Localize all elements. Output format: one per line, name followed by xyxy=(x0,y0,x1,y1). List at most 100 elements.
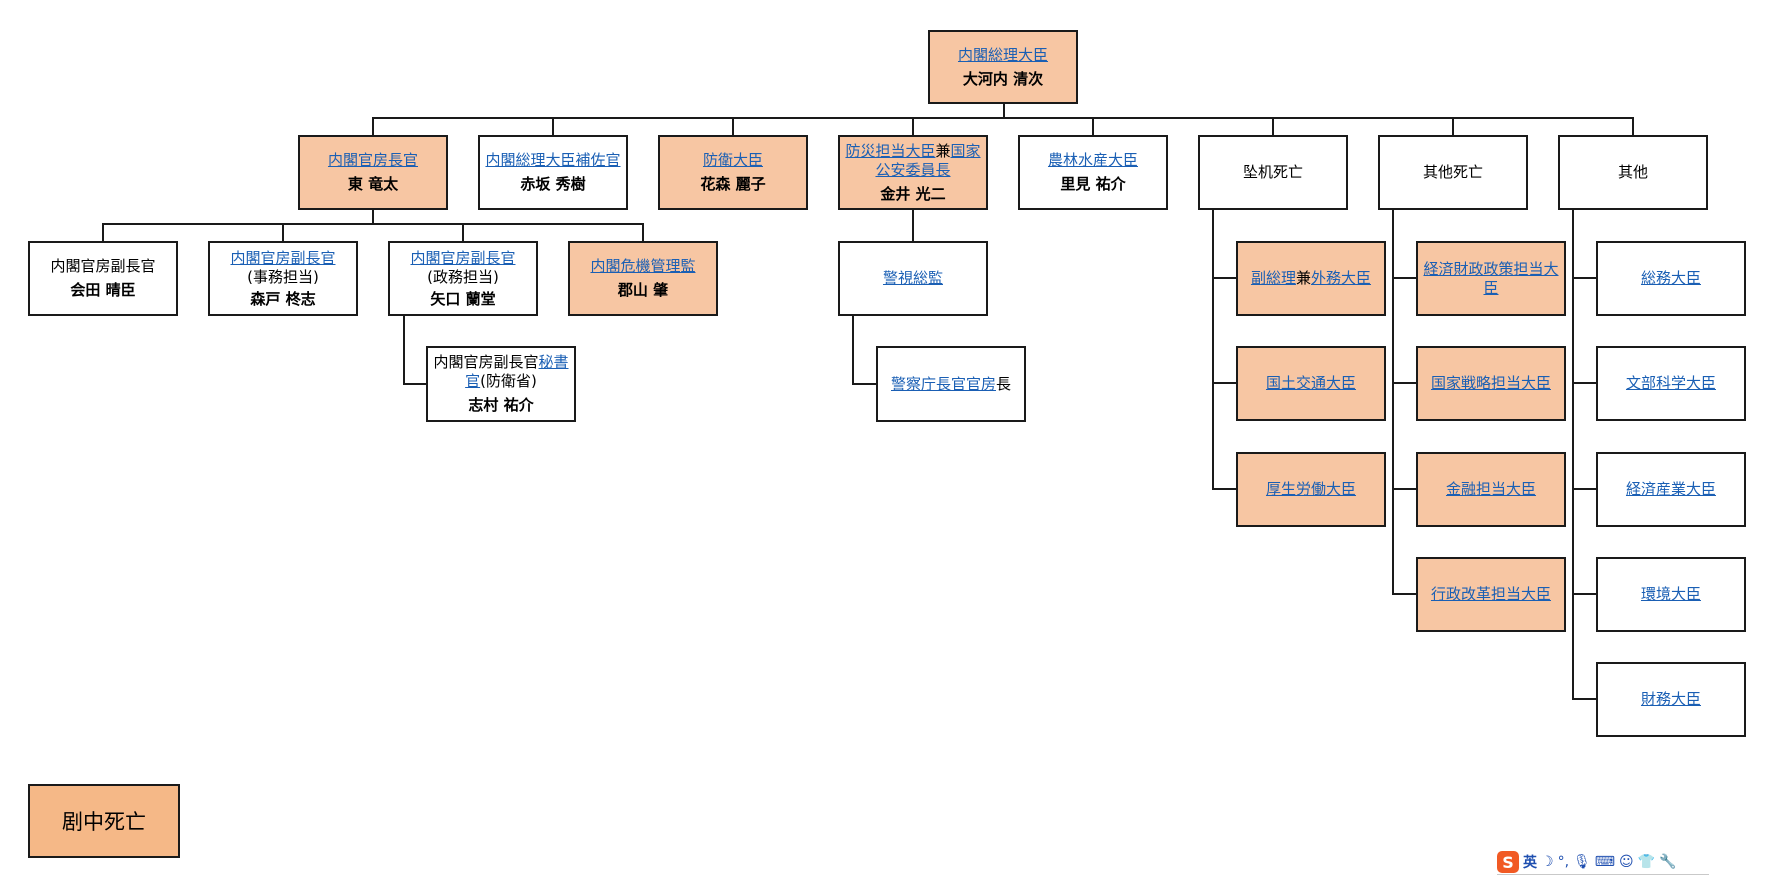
connector xyxy=(372,117,374,135)
foreign-minister-link[interactable]: 外務大臣 xyxy=(1311,269,1372,287)
node-secretary: 内閣官房副長官秘書官(防衛省) 志村 祐介 xyxy=(426,346,576,422)
microphone-icon[interactable]: 🎙 xyxy=(1573,854,1591,870)
connector xyxy=(102,223,643,225)
connector xyxy=(912,117,914,135)
node-econ-fiscal: 経済財政政策担当大臣 xyxy=(1416,241,1566,316)
lang-toggle[interactable]: 英 xyxy=(1523,855,1537,871)
skin-shirt-icon[interactable]: 👕 xyxy=(1637,854,1656,870)
moon-icon[interactable]: ☽ xyxy=(1541,854,1554,870)
legend-label: 剧中死亡 xyxy=(62,810,146,834)
deputy3-sub: (政務担当) xyxy=(427,267,499,286)
natstrat-title-link[interactable]: 国家戦略担当大臣 xyxy=(1430,374,1551,392)
connector xyxy=(462,223,464,242)
deputy1-title: 内閣官房副長官 xyxy=(50,257,156,275)
connector xyxy=(372,117,1634,119)
disaster-title-link-a[interactable]: 防災担当大臣 xyxy=(845,141,936,160)
node-prime-minister: 内閣総理大臣 大河内 清次 xyxy=(928,30,1078,104)
connector xyxy=(1212,488,1236,490)
secretary-title-link[interactable]: 秘書官 xyxy=(465,353,569,390)
connector xyxy=(403,383,427,385)
chief-sec-title-link[interactable]: 内閣官房長官 xyxy=(327,151,418,169)
pm-aide-name: 赤坂 秀樹 xyxy=(520,175,586,193)
node-meti: 経済産業大臣 xyxy=(1596,452,1746,527)
econ-title-link[interactable]: 経済財政政策担当大臣 xyxy=(1423,259,1559,297)
connector xyxy=(1572,382,1596,384)
user-icon[interactable]: ☺ xyxy=(1619,854,1634,870)
env-title-link[interactable]: 環境大臣 xyxy=(1640,585,1701,603)
connector xyxy=(102,223,104,242)
node-chief-cabinet-secretary: 内閣官房長官 東 竜太 xyxy=(298,135,448,210)
connector xyxy=(1392,488,1416,490)
connector xyxy=(1212,210,1214,490)
connector xyxy=(852,383,876,385)
pm-name: 大河内 清次 xyxy=(962,69,1044,88)
node-disaster-minister: 防災担当大臣兼国家公安委員長 金井 光二 xyxy=(838,135,988,210)
defense-title-link[interactable]: 防衛大臣 xyxy=(702,151,763,169)
other-death-label: 其他死亡 xyxy=(1422,163,1483,181)
deputy1-name: 会田 晴臣 xyxy=(70,281,136,299)
node-deputy-pm-foreign: 副総理兼外務大臣 xyxy=(1236,241,1386,316)
connector xyxy=(1392,382,1416,384)
connector xyxy=(642,223,644,242)
deputy3-title-link[interactable]: 内閣官房副長官 xyxy=(410,248,516,267)
connector xyxy=(1572,593,1596,595)
deputy-pm-link[interactable]: 副総理 xyxy=(1250,269,1296,287)
mic-title-link[interactable]: 総務大臣 xyxy=(1640,269,1701,287)
node-other: 其他 xyxy=(1558,135,1708,210)
connector xyxy=(1392,277,1416,279)
disaster-title-link-b[interactable]: 国家公安委員長 xyxy=(875,141,981,179)
connector xyxy=(552,117,554,135)
node-deputy-chief-1: 内閣官房副長官 会田 晴臣 xyxy=(28,241,178,316)
finserv-title-link[interactable]: 金融担当大臣 xyxy=(1445,480,1536,498)
node-admin-reform: 行政改革担当大臣 xyxy=(1416,557,1566,632)
deputy2-title-link[interactable]: 内閣官房副長官 xyxy=(230,248,336,267)
ime-toolbar[interactable]: S 英 ☽ °, 🎙 ⌨ ☺ 👕 🔧 xyxy=(1497,850,1709,875)
chief-sec-name: 東 竜太 xyxy=(347,175,399,193)
legend-died-in-drama: 剧中死亡 xyxy=(28,784,180,858)
connector xyxy=(1392,593,1416,595)
connector xyxy=(372,210,374,224)
connector xyxy=(1572,277,1596,279)
disaster-title: 防災担当大臣兼国家公安委員長 xyxy=(844,142,982,180)
connector xyxy=(1572,488,1596,490)
reform-title-link[interactable]: 行政改革担当大臣 xyxy=(1430,585,1551,603)
mlit-title-link[interactable]: 国土交通大臣 xyxy=(1265,374,1356,392)
node-pm-aide: 内閣総理大臣補佐官 赤坂 秀樹 xyxy=(478,135,628,210)
node-mext: 文部科学大臣 xyxy=(1596,346,1746,421)
agri-title-link[interactable]: 農林水産大臣 xyxy=(1047,151,1138,169)
crisis-name: 郡山 肇 xyxy=(617,281,669,299)
wrench-icon[interactable]: 🔧 xyxy=(1659,854,1677,870)
deputy-pm-title: 副総理兼外務大臣 xyxy=(1251,269,1371,288)
secretary-name: 志村 祐介 xyxy=(468,396,534,414)
node-crisis-manager: 内閣危機管理監 郡山 肇 xyxy=(568,241,718,316)
mext-title-link[interactable]: 文部科学大臣 xyxy=(1625,374,1716,392)
crisis-title-link[interactable]: 内閣危機管理監 xyxy=(590,257,696,275)
npa-suffix: 長 xyxy=(996,374,1012,393)
connector xyxy=(1392,210,1394,595)
connector xyxy=(852,314,854,384)
deputy2-name: 森戸 柊志 xyxy=(250,289,316,308)
pm-title-link[interactable]: 内閣総理大臣 xyxy=(957,45,1048,64)
keyboard-icon[interactable]: ⌨ xyxy=(1594,854,1616,870)
connector xyxy=(1572,210,1574,700)
node-financial-services: 金融担当大臣 xyxy=(1416,452,1566,527)
connector xyxy=(1003,100,1005,118)
connector xyxy=(1212,382,1236,384)
sogou-logo-icon[interactable]: S xyxy=(1497,851,1519,873)
connector xyxy=(1572,698,1596,700)
police-chief-title-link[interactable]: 警視総監 xyxy=(882,269,943,287)
crash-label: 坠机死亡 xyxy=(1242,163,1303,181)
pm-aide-title-link[interactable]: 内閣総理大臣補佐官 xyxy=(485,151,621,169)
node-environment: 環境大臣 xyxy=(1596,557,1746,632)
npa-title: 警察庁長官官房長 xyxy=(891,375,1011,394)
secretary-prefix: 内閣官房副長官 xyxy=(433,353,539,371)
connector xyxy=(1212,277,1236,279)
secretary-title: 内閣官房副長官秘書官(防衛省) xyxy=(432,353,570,391)
connector xyxy=(1092,117,1094,135)
mhlw-title-link[interactable]: 厚生労働大臣 xyxy=(1265,480,1356,498)
mof-title-link[interactable]: 財務大臣 xyxy=(1640,690,1701,708)
npa-title-link[interactable]: 警察庁長官官房 xyxy=(890,374,996,393)
node-mhlw: 厚生労働大臣 xyxy=(1236,452,1386,527)
meti-title-link[interactable]: 経済産業大臣 xyxy=(1625,480,1716,498)
punctuation-icon[interactable]: °, xyxy=(1557,854,1570,870)
